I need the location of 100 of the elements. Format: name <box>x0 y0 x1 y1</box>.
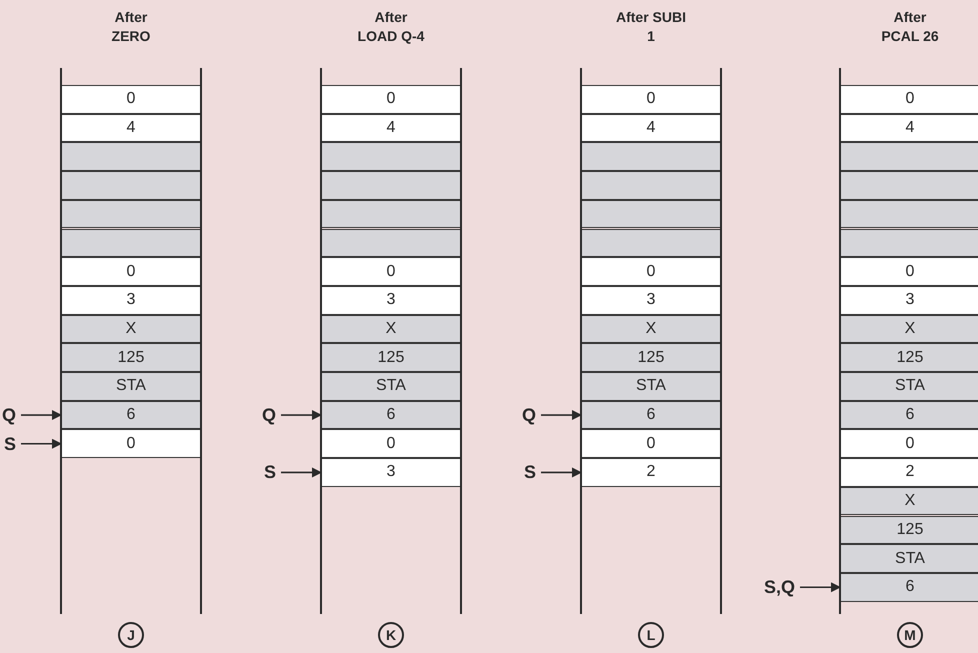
stack-cell <box>322 286 460 315</box>
empty-stack-cell <box>322 171 460 200</box>
panel-letter: K <box>378 622 404 648</box>
cell-value: 6 <box>906 579 914 596</box>
pointer-label: Q <box>234 403 276 428</box>
cell-value: 125 <box>896 522 924 538</box>
cell-value: 0 <box>126 264 136 280</box>
empty-stack-cell <box>841 228 978 258</box>
pointer-label: Q <box>494 403 536 428</box>
stack-cell <box>841 114 978 142</box>
cell-value: 4 <box>906 120 914 136</box>
stack-cell <box>582 400 720 430</box>
empty-stack-cell <box>322 200 460 228</box>
stack-cell <box>582 286 720 315</box>
pointer-label: S <box>0 432 16 456</box>
stack-cell <box>582 314 720 344</box>
empty-stack-cell <box>582 171 720 200</box>
pointer-label: Q <box>0 403 16 428</box>
stack-cell <box>322 343 460 372</box>
cell-value: 125 <box>638 350 664 366</box>
cell-value: 0 <box>646 264 656 280</box>
empty-stack-cell <box>841 142 978 172</box>
empty-stack-cell <box>582 228 720 258</box>
stack-cell <box>841 400 978 430</box>
stack-cell <box>841 486 978 516</box>
cell-value: 0 <box>906 91 914 108</box>
cell-value: X <box>386 320 396 337</box>
stack-cell <box>841 286 978 315</box>
cell-value: STA <box>376 378 406 394</box>
stack-cell <box>62 85 200 114</box>
cell-value: 3 <box>906 292 914 308</box>
empty-stack-cell <box>322 142 460 172</box>
panel-letter: J <box>118 622 144 648</box>
cell-value: X <box>904 493 916 510</box>
panel-letter: M <box>897 622 923 648</box>
cell-value: 0 <box>646 91 656 108</box>
cell-value: STA <box>116 378 146 394</box>
cell-value: 4 <box>126 120 136 136</box>
stack-cell <box>322 257 460 286</box>
cell-value: 2 <box>646 464 656 480</box>
empty-stack-cell <box>62 142 200 172</box>
cell-value: 0 <box>126 91 136 108</box>
stack-cell <box>841 544 978 573</box>
panel-letter: L <box>638 622 664 648</box>
stack-cell <box>322 372 460 401</box>
cell-value: STA <box>636 378 666 394</box>
column-heading: After ZERO <box>110 8 152 46</box>
cell-value: 125 <box>118 350 144 366</box>
cell-value: 2 <box>906 464 914 480</box>
pointer-arrow <box>541 410 582 420</box>
stack-cell <box>582 458 720 487</box>
cell-value: 0 <box>906 436 914 452</box>
stack-cell <box>322 458 460 487</box>
cell-value: 0 <box>906 264 914 280</box>
pointer-label: S,Q <box>753 575 795 600</box>
cell-value: 6 <box>906 407 914 424</box>
cell-value: STA <box>895 550 925 567</box>
cell-value: X <box>646 320 656 337</box>
pointer-label: S <box>494 460 536 484</box>
column-heading: After LOAD Q-4 <box>356 8 426 46</box>
stack-cell <box>582 343 720 372</box>
stack-cell <box>62 343 200 372</box>
stack-cell <box>841 85 978 114</box>
stack-cell <box>322 400 460 430</box>
stack-cell <box>62 257 200 286</box>
empty-stack-cell <box>841 200 978 228</box>
stack-cell <box>322 85 460 114</box>
cell-value: 4 <box>646 120 656 136</box>
stack-cell <box>841 257 978 286</box>
cell-value: 6 <box>386 407 396 424</box>
stack-cell <box>582 85 720 114</box>
cell-value: 3 <box>386 292 396 308</box>
stack-cell <box>841 372 978 401</box>
stack-cell <box>841 458 978 487</box>
stack-cell <box>322 114 460 142</box>
cell-value: 0 <box>126 436 136 452</box>
stack-cell <box>322 314 460 344</box>
pointer-arrow <box>21 438 62 449</box>
empty-stack-cell <box>841 171 978 200</box>
stack-cell <box>841 314 978 344</box>
stack-cell <box>62 314 200 344</box>
cell-value: 0 <box>646 436 656 452</box>
pointer-arrow <box>541 467 582 478</box>
stack-cell <box>62 400 200 430</box>
stack-cell <box>841 343 978 372</box>
stack-cell <box>841 572 978 602</box>
empty-stack-cell <box>582 200 720 228</box>
empty-stack-cell <box>62 200 200 228</box>
cell-value: 4 <box>386 120 396 136</box>
cell-value: STA <box>895 378 925 394</box>
empty-stack-cell <box>322 228 460 258</box>
cell-value: 0 <box>386 91 396 108</box>
column-heading: After SUBI 1 <box>615 8 687 46</box>
empty-stack-cell <box>582 142 720 172</box>
pointer-arrow <box>21 410 62 420</box>
cell-value: 0 <box>386 264 396 280</box>
cell-value: 3 <box>646 292 656 308</box>
stack-cell <box>582 257 720 286</box>
stack-cell <box>62 429 200 458</box>
stack-cell <box>582 372 720 401</box>
